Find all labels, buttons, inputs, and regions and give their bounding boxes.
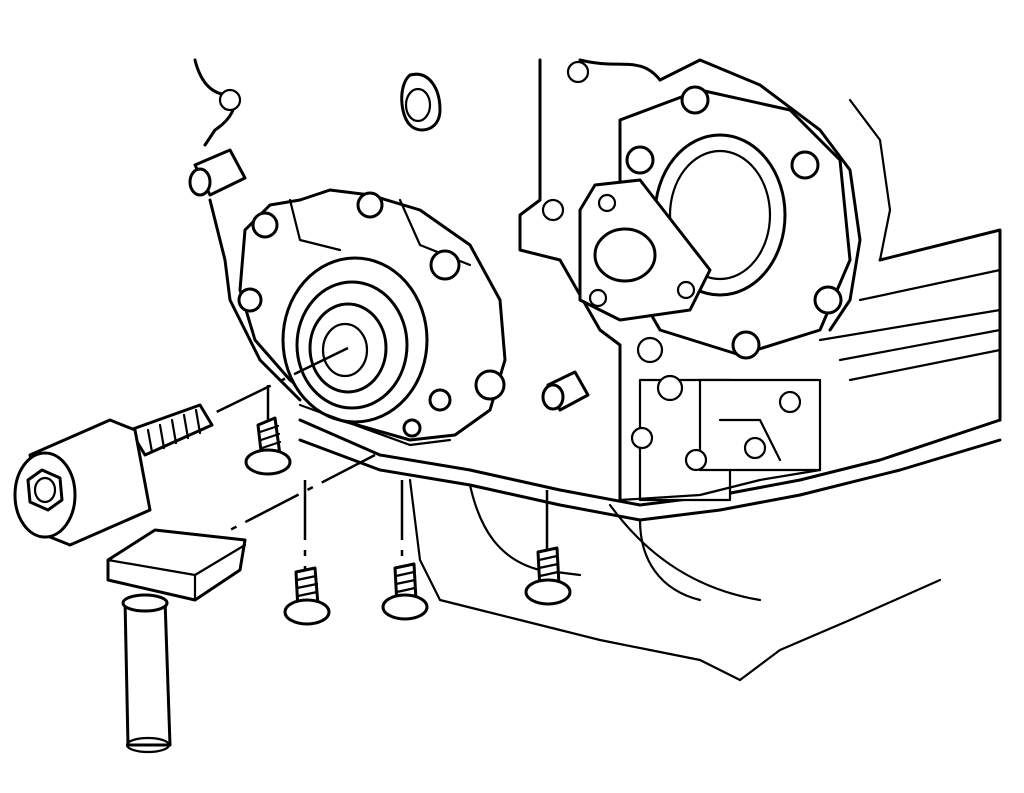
seal-installer-tool [13,403,214,547]
bolt-2 [283,566,331,626]
bolt-3 [381,562,429,621]
dowel-pin-left [188,148,247,197]
bolt-1 [244,416,292,476]
front-cover-edge [193,58,442,402]
tool-handle [106,528,247,754]
flange-plate [578,178,712,322]
oil-pan [298,418,1002,682]
bolt-4 [524,546,572,606]
engine-block [518,58,1002,502]
oil-pump-assembly [237,188,507,447]
dowel-pin-right [541,370,590,412]
